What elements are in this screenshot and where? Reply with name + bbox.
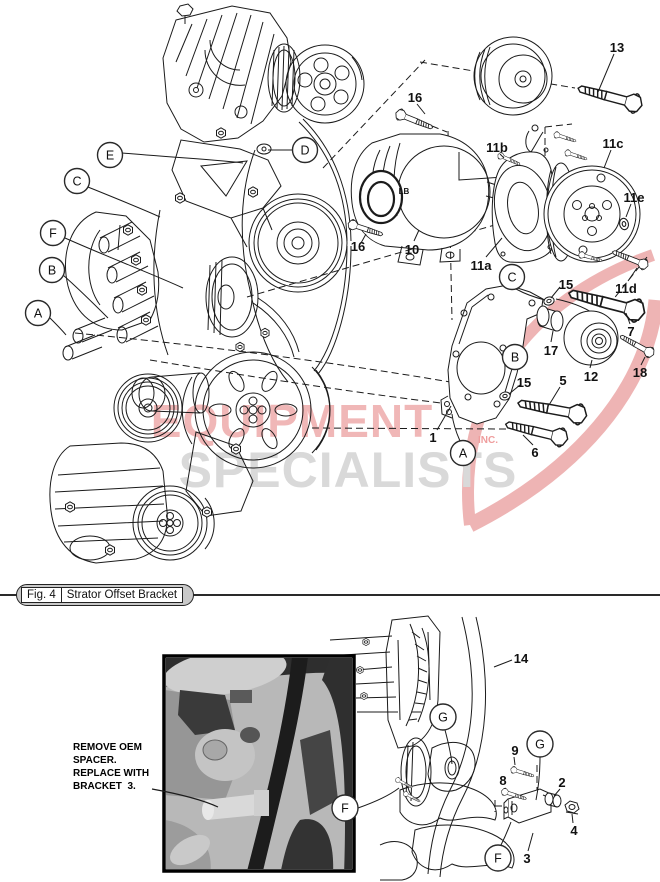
part-label-7: 7 — [627, 324, 634, 339]
instruction-line-2: SPACER. — [73, 755, 117, 766]
part-label-15a: 15 — [559, 277, 573, 292]
part-label-9: 9 — [511, 743, 518, 758]
callout-A-main: A — [34, 307, 43, 321]
watermark-suffix: INC. — [478, 435, 498, 446]
alternator-marking: LB — [399, 187, 410, 196]
leader-lines-main — [49, 53, 646, 446]
part-label-15b: 15 — [517, 375, 531, 390]
part-label-4: 4 — [570, 823, 578, 838]
part-label-18: 18 — [633, 365, 647, 380]
part-label-1: 1 — [429, 430, 436, 445]
exploded-parts-art — [346, 36, 657, 450]
photo-inset — [162, 654, 356, 873]
part-label-5: 5 — [559, 373, 566, 388]
part-label-11d: 11d — [615, 281, 637, 296]
callout-D: D — [300, 144, 309, 158]
part-label-6: 6 — [531, 445, 538, 460]
instruction-leader-line — [151, 788, 219, 808]
figure-number: Fig. 4 — [21, 587, 62, 603]
part-label-14: 14 — [514, 651, 529, 666]
instruction-line-3: REPLACE WITH — [73, 768, 150, 779]
callout-G-1: G — [438, 711, 448, 725]
part-label-16a: 16 — [408, 90, 422, 105]
engine-assembly-art — [49, 3, 365, 564]
part-label-11b: 11b — [486, 140, 508, 155]
callout-E: E — [106, 149, 114, 163]
callouts — [24, 136, 554, 872]
figure-rule-line — [0, 594, 660, 596]
part-labels: 13 16 16 10 11b 11a 11c 11e 11d 7 17 12 … — [351, 40, 647, 866]
figure-title: Strator Offset Bracket — [61, 587, 184, 603]
watermark-word-1: EQUIPMENT — [151, 395, 433, 447]
callout-G-2: G — [535, 738, 545, 752]
photo-border — [162, 654, 356, 873]
callout-letters: E C F B A D C B A G G F F — [34, 144, 545, 866]
part-label-10: 10 — [405, 242, 419, 257]
part-label-12: 12 — [584, 369, 598, 384]
part-label-13: 13 — [610, 40, 624, 55]
callout-F-1: F — [341, 802, 349, 816]
part-label-11a: 11a — [471, 258, 493, 273]
figure-label: Fig. 4 Strator Offset Bracket — [16, 584, 195, 606]
callout-B-exploded: B — [511, 351, 519, 365]
instruction-note: REMOVE OEM SPACER. REPLACE WITH BRACKET … — [73, 741, 149, 793]
instruction-line-1: REMOVE OEM — [73, 742, 142, 753]
callout-B-main: B — [48, 264, 56, 278]
callout-C-main: C — [72, 175, 81, 189]
part-label-2: 2 — [558, 775, 565, 790]
part-label-11c: 11c — [603, 136, 624, 151]
callout-F-main: F — [49, 227, 57, 241]
callout-C-exploded: C — [507, 271, 516, 285]
callout-A-exploded: A — [459, 447, 468, 461]
install-diagram-art — [327, 615, 580, 881]
part-label-3: 3 — [523, 851, 530, 866]
instruction-line-4: BRACKET 3. — [73, 781, 136, 792]
part-label-11e: 11e — [624, 190, 645, 205]
part-label-17: 17 — [544, 343, 558, 358]
part-label-8: 8 — [499, 773, 506, 788]
part-label-16b: 16 — [351, 239, 365, 254]
callout-F-2: F — [494, 852, 502, 866]
